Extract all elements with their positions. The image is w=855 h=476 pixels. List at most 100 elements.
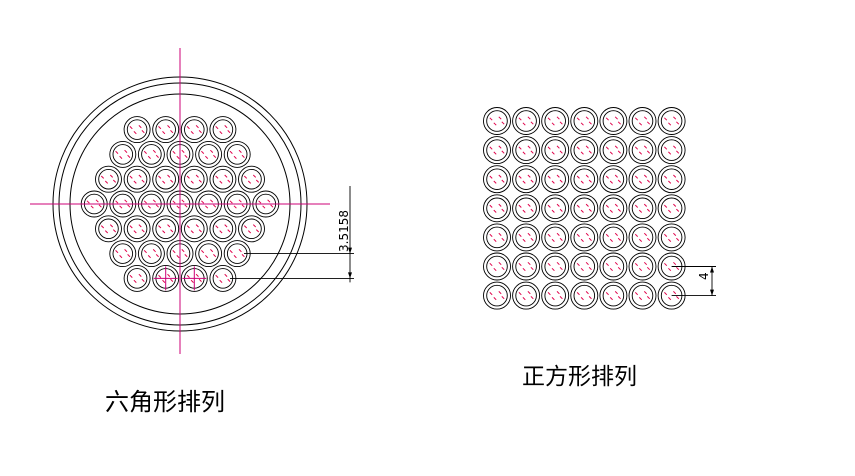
tube-mark [643,145,648,149]
tube-outer-circle [657,107,686,135]
tube-inner-circle [98,218,119,240]
tube-mark [219,131,223,135]
tube [628,136,657,165]
tube-mark [668,122,672,126]
tube-inner-circle [515,226,537,249]
tube [599,223,628,252]
tube-mark [227,130,231,134]
tube-outer-circle [541,194,570,223]
tube [541,223,570,252]
tube-mark [547,146,551,150]
tube-mark [617,179,621,183]
tube-inner-circle [602,168,625,190]
tube-inner-circle [141,243,162,264]
tube-mark [617,296,621,300]
tube-inner-circle [486,255,508,278]
tube-mark [585,203,589,207]
tube-mark [95,199,99,203]
tube-outer-circle [628,165,657,194]
tube-outer-circle [483,107,511,135]
tube-mark [190,131,194,135]
tube-mark [138,224,142,228]
tube [137,140,165,168]
tube-mark [170,229,174,233]
tube-mark [501,121,505,125]
tube-mark [614,291,618,295]
tube-inner-circle [126,168,148,190]
tube-mark [676,121,680,125]
tube-outer-circle [195,240,223,268]
tube-mark [617,237,621,241]
tube-mark [229,150,233,154]
tube-mark [585,291,589,295]
tube-inner-circle [141,144,162,165]
tube-outer-circle [570,165,599,194]
tube-outer-circle [223,140,251,168]
tube-inner-circle [126,119,148,140]
tube-inner-circle [660,139,683,161]
tube-mark [195,224,199,228]
tube-mark [233,155,237,159]
tube-outer-circle [570,281,599,310]
tube-outer-circle [570,252,599,281]
tube [223,140,251,168]
tube-inner-circle [486,110,508,132]
tube-mark [676,296,680,300]
tube-mark [527,145,531,149]
tube-mark [580,267,584,272]
tube-mark [493,238,497,242]
tube-inner-circle [602,110,625,132]
tube-mark [609,297,613,301]
tube-inner-circle [544,255,566,278]
tube-outer-circle [109,240,137,268]
tube-mark [112,229,117,233]
tube [512,223,541,252]
tube-mark [158,225,162,229]
square-arrangement [483,107,716,310]
tube-mark [124,249,128,253]
tube-mark [664,204,668,208]
tube-mark [498,174,502,178]
tube-mark [501,179,505,183]
tube-mark [162,131,166,135]
tube [95,165,122,193]
tube [95,215,122,243]
tube [599,136,628,165]
tube [541,136,570,165]
tube-mark [270,204,274,208]
tube-mark [556,291,560,295]
tube-mark [634,204,639,208]
tube-mark [609,151,613,155]
tube-mark [129,225,133,229]
tube-mark [559,150,563,154]
tube-outer-circle [238,215,265,243]
tube-inner-circle [573,139,596,161]
tube-mark [588,296,592,300]
tube-outer-circle [123,116,151,144]
tube-mark [104,230,109,234]
tube-mark [634,233,639,237]
tube-mark [556,116,560,120]
tube-mark [147,255,151,259]
tube [541,194,570,223]
tube-outer-circle [628,107,657,135]
tube [541,107,570,135]
tube [238,215,265,243]
tube-mark [664,175,668,179]
tube-mark [530,237,534,241]
tube-mark [668,209,672,213]
tube-inner-circle [226,144,248,165]
tube-mark [147,155,151,159]
tube-outer-circle [109,140,137,168]
tube-mark [119,155,123,159]
tube [512,281,541,310]
tube-mark [527,232,531,236]
tube-mark [551,209,555,213]
tube-mark [605,146,609,150]
tube-inner-circle [573,168,596,190]
tube-mark [530,296,534,300]
tube-mark [527,203,531,207]
tube [570,107,599,135]
tube-inner-circle [486,284,508,307]
tube-mark [224,224,228,228]
